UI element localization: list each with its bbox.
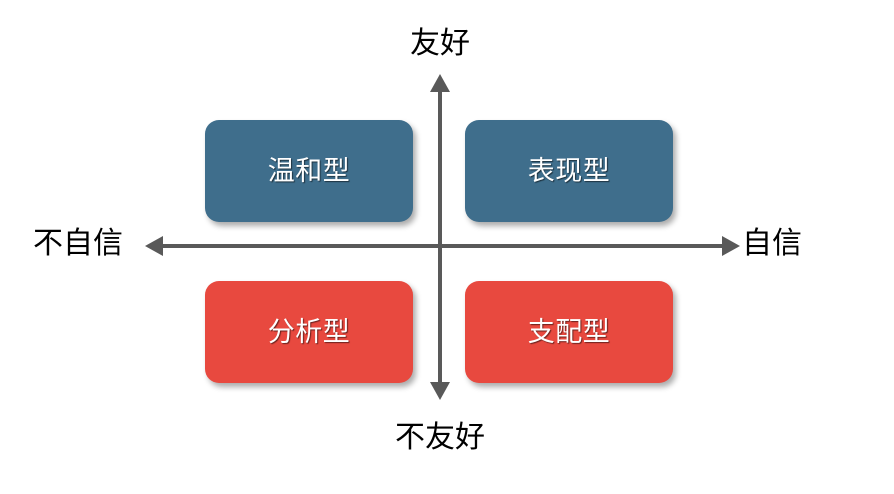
axis-label-unconfident: 不自信 [33,226,123,261]
quadrant-box-bottom-right[interactable]: 支配型 [465,281,673,383]
horizontal-axis-line [155,244,730,248]
arrow-right-icon [722,236,740,256]
quadrant-label-bottom-left: 分析型 [267,316,351,348]
quadrant-box-bottom-left[interactable]: 分析型 [205,281,413,383]
vertical-axis-line [438,85,442,392]
axis-label-confident: 自信 [742,226,802,261]
axis-label-friendly: 友好 [410,26,470,61]
quadrant-box-top-left[interactable]: 温和型 [205,120,413,222]
quadrant-label-bottom-right: 支配型 [527,316,611,348]
arrow-up-icon [430,74,450,92]
arrow-left-icon [145,236,163,256]
arrow-down-icon [430,382,450,400]
quadrant-box-top-right[interactable]: 表现型 [465,120,673,222]
quadrant-label-top-right: 表现型 [527,155,611,187]
axis-label-unfriendly: 不友好 [395,420,485,455]
quadrant-label-top-left: 温和型 [267,155,351,187]
